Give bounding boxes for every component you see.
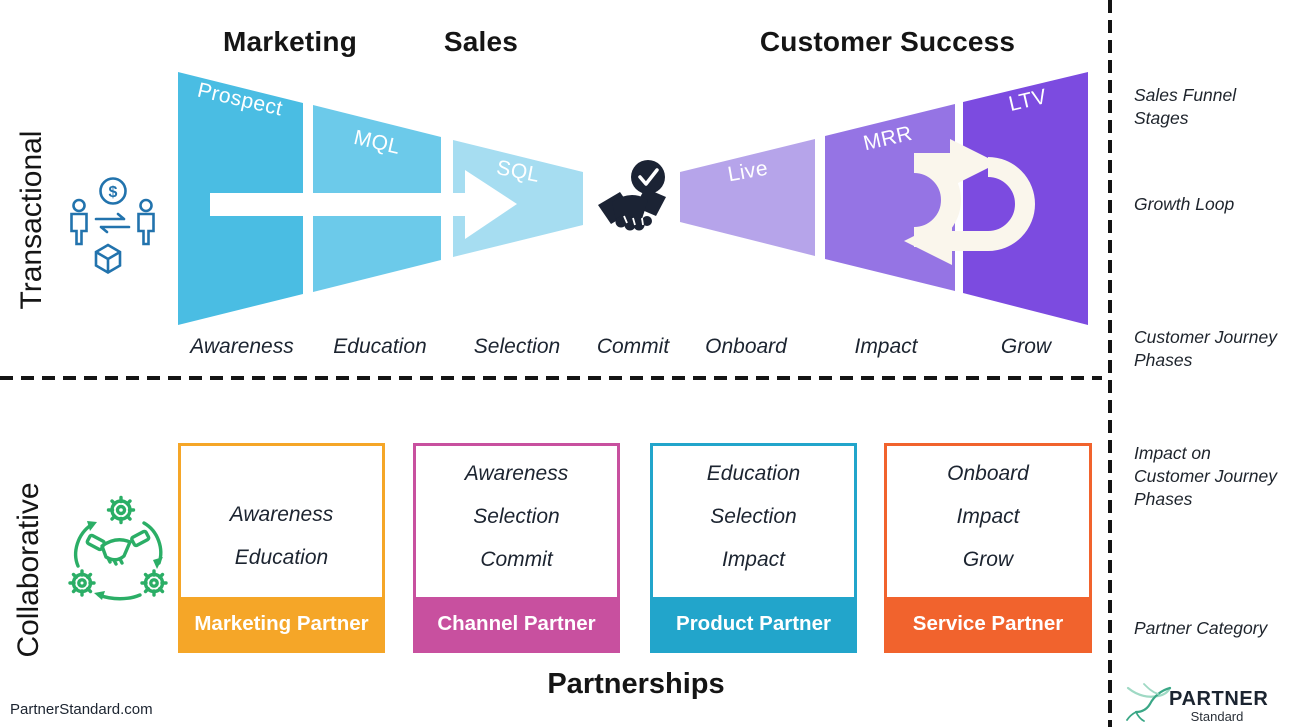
sales-funnel-graphic: $ — [70, 72, 1088, 325]
phase-commit: Commit — [596, 335, 670, 358]
funnel-segment-sql — [453, 140, 583, 257]
card-phase: Impact — [956, 504, 1020, 528]
partner-category-channel: Channel Partner — [416, 597, 617, 650]
svg-text:$: $ — [109, 184, 118, 201]
header-marketing: Marketing — [222, 26, 358, 57]
brand-name: PARTNER — [1169, 688, 1269, 710]
funnel-segment-live — [680, 139, 815, 256]
gear-bottom-left — [68, 569, 96, 597]
partnerships-title: Partnerships — [547, 668, 725, 700]
header-customer-success: Customer Success — [759, 26, 1016, 57]
card-phase: Education — [234, 546, 329, 569]
partner-card-product-phases: Education Selection Impact — [653, 446, 854, 597]
card-phase: Awareness — [464, 461, 569, 485]
row-label-collaborative: Collaborative — [12, 482, 45, 658]
hummingbird-logo-icon — [1126, 683, 1172, 722]
partner-card-marketing-phases: Awareness Education — [181, 446, 382, 597]
partner-card-product: Education Selection Impact Product Partn… — [650, 443, 857, 653]
phase-selection: Selection — [473, 335, 561, 358]
funnel-flow-arrow-icon — [210, 170, 517, 239]
partner-category-product: Product Partner — [653, 597, 854, 650]
gear-bottom-right — [140, 569, 168, 597]
partner-card-marketing: Awareness Education Marketing Partner — [178, 443, 385, 653]
annotation-impact-on-journey: Impact on Customer Journey Phases — [1134, 443, 1277, 509]
buyer-seller-exchange-icon: $ — [70, 177, 155, 275]
horizontal-dashed-divider — [0, 376, 1102, 380]
handshake-outline — [85, 529, 151, 566]
brand-subtitle: Standard — [1190, 709, 1244, 724]
check-circle-icon — [631, 160, 665, 194]
phase-education: Education — [333, 335, 427, 358]
collaboration-gears-handshake-icon — [68, 495, 168, 601]
growth-loop-arrows-icon — [904, 139, 1035, 265]
phase-impact: Impact — [854, 335, 918, 358]
annotation-growth-loop: Growth Loop — [1134, 194, 1235, 214]
partner-card-channel: Awareness Selection Commit Channel Partn… — [413, 443, 620, 653]
annotation-partner-category: Partner Category — [1134, 618, 1268, 638]
header-sales: Sales — [443, 26, 519, 57]
card-phase: Education — [706, 461, 801, 485]
handshake-deal-icon — [598, 188, 666, 231]
phase-grow: Grow — [1000, 335, 1052, 358]
partner-card-service-phases: Onboard Impact Grow — [887, 446, 1089, 597]
card-phase: Onboard — [947, 461, 1029, 485]
annotation-sales-funnel-stages: Sales Funnel Stages — [1134, 85, 1237, 128]
gear-top — [106, 495, 136, 525]
website-url: PartnerStandard.com — [10, 701, 153, 718]
partner-card-service: Onboard Impact Grow Service Partner — [884, 443, 1092, 653]
card-phase: Selection — [710, 504, 797, 528]
card-phase: Grow — [962, 547, 1014, 571]
annotation-customer-journey-phases: Customer Journey Phases — [1134, 327, 1277, 370]
phase-awareness: Awareness — [190, 335, 294, 358]
card-phase: Awareness — [229, 503, 334, 526]
card-phase: Commit — [480, 547, 553, 571]
vertical-dashed-divider — [1108, 0, 1112, 727]
partner-category-marketing: Marketing Partner — [181, 597, 382, 650]
card-phase: Selection — [473, 504, 560, 528]
phase-onboard: Onboard — [705, 335, 787, 358]
partner-card-channel-phases: Awareness Selection Commit — [416, 446, 617, 597]
card-phase: Impact — [721, 547, 786, 571]
partner-category-service: Service Partner — [887, 597, 1089, 650]
